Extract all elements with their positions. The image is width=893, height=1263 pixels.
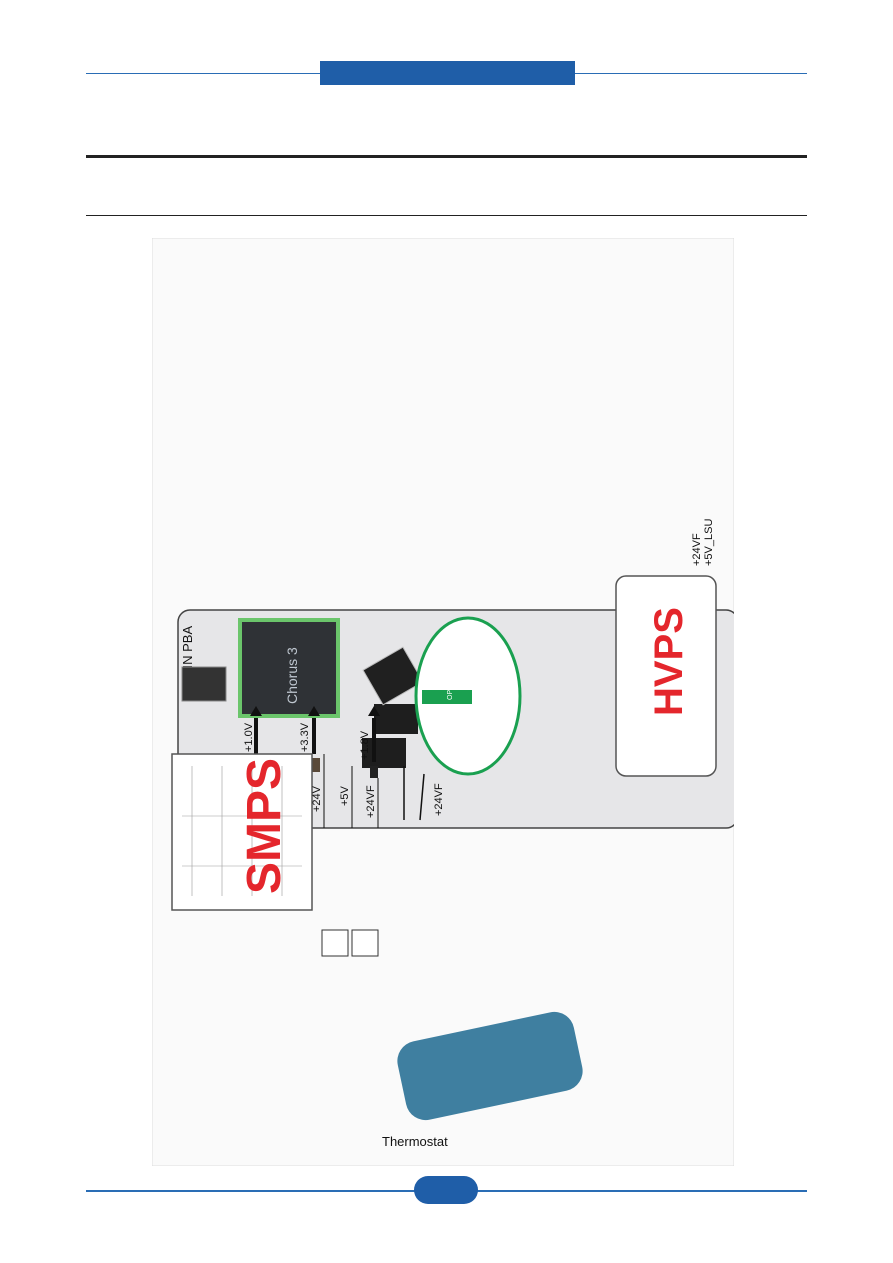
chorus-chip-label: Chorus 3 bbox=[284, 647, 300, 704]
switch-blade bbox=[419, 773, 425, 821]
hvps-block bbox=[615, 575, 717, 777]
footer-page-pill bbox=[414, 1176, 478, 1204]
header-bar bbox=[320, 61, 575, 85]
opc-label: OPC bbox=[447, 685, 454, 700]
hvps-rail-5vlsu: +5V_LSU bbox=[703, 519, 715, 566]
rail-1v0: +1.0V bbox=[243, 722, 255, 752]
chorus-chip bbox=[238, 618, 340, 718]
title-top-rule bbox=[86, 155, 807, 158]
smps-block bbox=[171, 753, 313, 911]
switch-rail: +24VF bbox=[433, 783, 445, 816]
smps-label: SMPS bbox=[238, 758, 291, 894]
arrowhead-1v0 bbox=[250, 706, 262, 716]
relay-1 bbox=[321, 929, 349, 957]
regulator-1v8 bbox=[370, 766, 378, 778]
smps-rail-24vf-label: +24VF bbox=[365, 785, 377, 818]
memory-chip-2 bbox=[374, 704, 418, 734]
arrowhead-1v8 bbox=[368, 706, 380, 716]
hvps-label: HVPS bbox=[647, 607, 691, 716]
fuser-unit bbox=[397, 1011, 583, 1121]
main-ic-1 bbox=[181, 666, 227, 702]
smps-rail-24v-label: +24V bbox=[311, 785, 323, 812]
relay-2 bbox=[351, 929, 379, 957]
opc-block bbox=[422, 690, 472, 704]
thermostat-label: Thermostat bbox=[382, 1134, 448, 1149]
title-bottom-rule bbox=[86, 215, 807, 216]
rail-1v8: +1.8V bbox=[359, 730, 371, 760]
arrowhead-3v3 bbox=[308, 706, 320, 716]
system-block-diagram: MAIN PBA Chorus 3 +1.0V +3.3V +1.8V +24V… bbox=[152, 238, 734, 1166]
flash-chip bbox=[362, 646, 424, 706]
smps-schematic bbox=[182, 766, 302, 896]
smps-rail-5v-label: +5V bbox=[339, 785, 351, 806]
rail-3v3-int: +3.3V bbox=[299, 722, 311, 752]
hvps-rail-24vf: +24VF bbox=[691, 533, 703, 566]
